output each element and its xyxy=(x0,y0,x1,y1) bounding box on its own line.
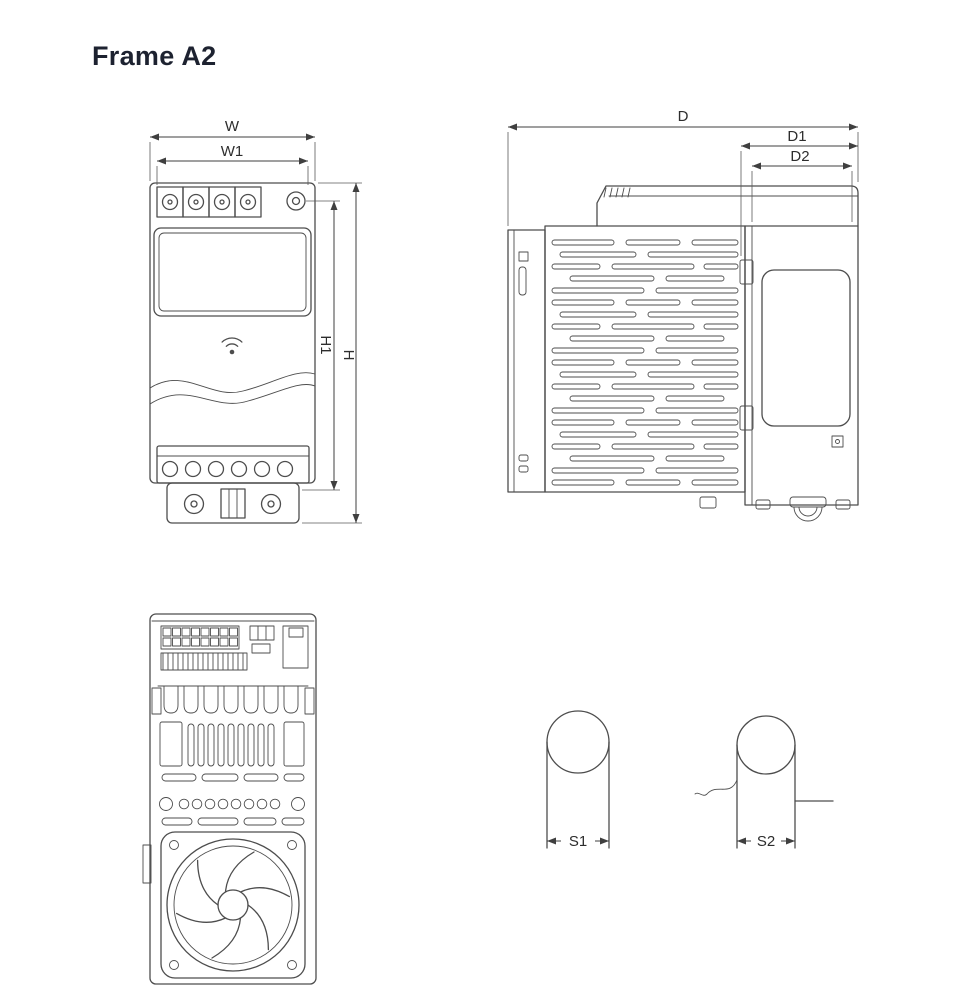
page-title: Frame A2 xyxy=(92,41,217,71)
bottom-left-tab xyxy=(142,844,152,884)
front-base-plate xyxy=(166,482,300,524)
dim-label-w1: W1 xyxy=(221,143,244,160)
side-view: D D1 D2 xyxy=(507,108,859,522)
bottom-terminal-channels xyxy=(159,721,305,767)
dim-d2: D2 xyxy=(751,148,853,222)
dim-h1: H1 xyxy=(302,200,340,491)
dim-label-d2: D2 xyxy=(790,148,809,165)
mounting-hole-details: S1 S2 xyxy=(546,710,834,850)
dim-label-d: D xyxy=(678,108,689,125)
side-cable-clamp xyxy=(699,496,851,522)
side-view-dimensions: D D1 D2 xyxy=(507,108,859,256)
dim-h: H xyxy=(302,182,362,524)
dim-label-d1: D1 xyxy=(787,128,806,145)
dim-label-s1: S1 xyxy=(569,833,587,850)
rj45-port xyxy=(282,625,309,669)
dim-label-w: W xyxy=(225,118,240,135)
dim-label-h: H xyxy=(340,350,357,361)
dim-d1: D1 xyxy=(740,128,858,256)
bottom-cooling-fan xyxy=(160,831,306,979)
front-top-terminal-blocks xyxy=(156,186,262,218)
front-mounting-hole xyxy=(286,191,306,211)
bottom-vent-slots xyxy=(159,773,305,826)
bottom-view-outline xyxy=(149,613,317,985)
side-mounting-plate xyxy=(739,225,859,506)
front-view: W W1 H1 H xyxy=(149,118,362,524)
dim-s1: S1 xyxy=(547,833,609,850)
hole-detail-s1 xyxy=(546,710,610,849)
dim-w: W xyxy=(149,118,316,181)
dip-terminal-grid xyxy=(162,627,238,647)
front-display-panel xyxy=(153,227,312,317)
front-view-body xyxy=(149,182,316,524)
fan-blades xyxy=(175,851,291,959)
front-bottom-terminal-strip xyxy=(156,445,310,484)
side-top-flange xyxy=(596,185,859,227)
bottom-vent-holes xyxy=(159,797,305,811)
bottom-view xyxy=(142,613,317,985)
hole-detail-s2 xyxy=(694,715,834,849)
bottom-terminal-clamps xyxy=(151,685,315,715)
dim-label-h1: H1 xyxy=(317,335,334,354)
signal-arcs-icon xyxy=(221,337,243,355)
side-front-panel xyxy=(507,229,546,493)
front-view-dimensions: W W1 H1 H xyxy=(149,118,362,524)
dim-s2: S2 xyxy=(737,833,795,850)
dim-label-s2: S2 xyxy=(757,833,775,850)
pin-header-comb xyxy=(162,652,244,671)
dim-d: D xyxy=(507,108,859,226)
side-heatsink xyxy=(544,225,746,493)
bottom-io-board xyxy=(160,625,309,671)
dim-w1: W1 xyxy=(156,143,309,185)
heatsink-vent-slots xyxy=(551,239,739,486)
front-decor-waves xyxy=(149,372,316,405)
